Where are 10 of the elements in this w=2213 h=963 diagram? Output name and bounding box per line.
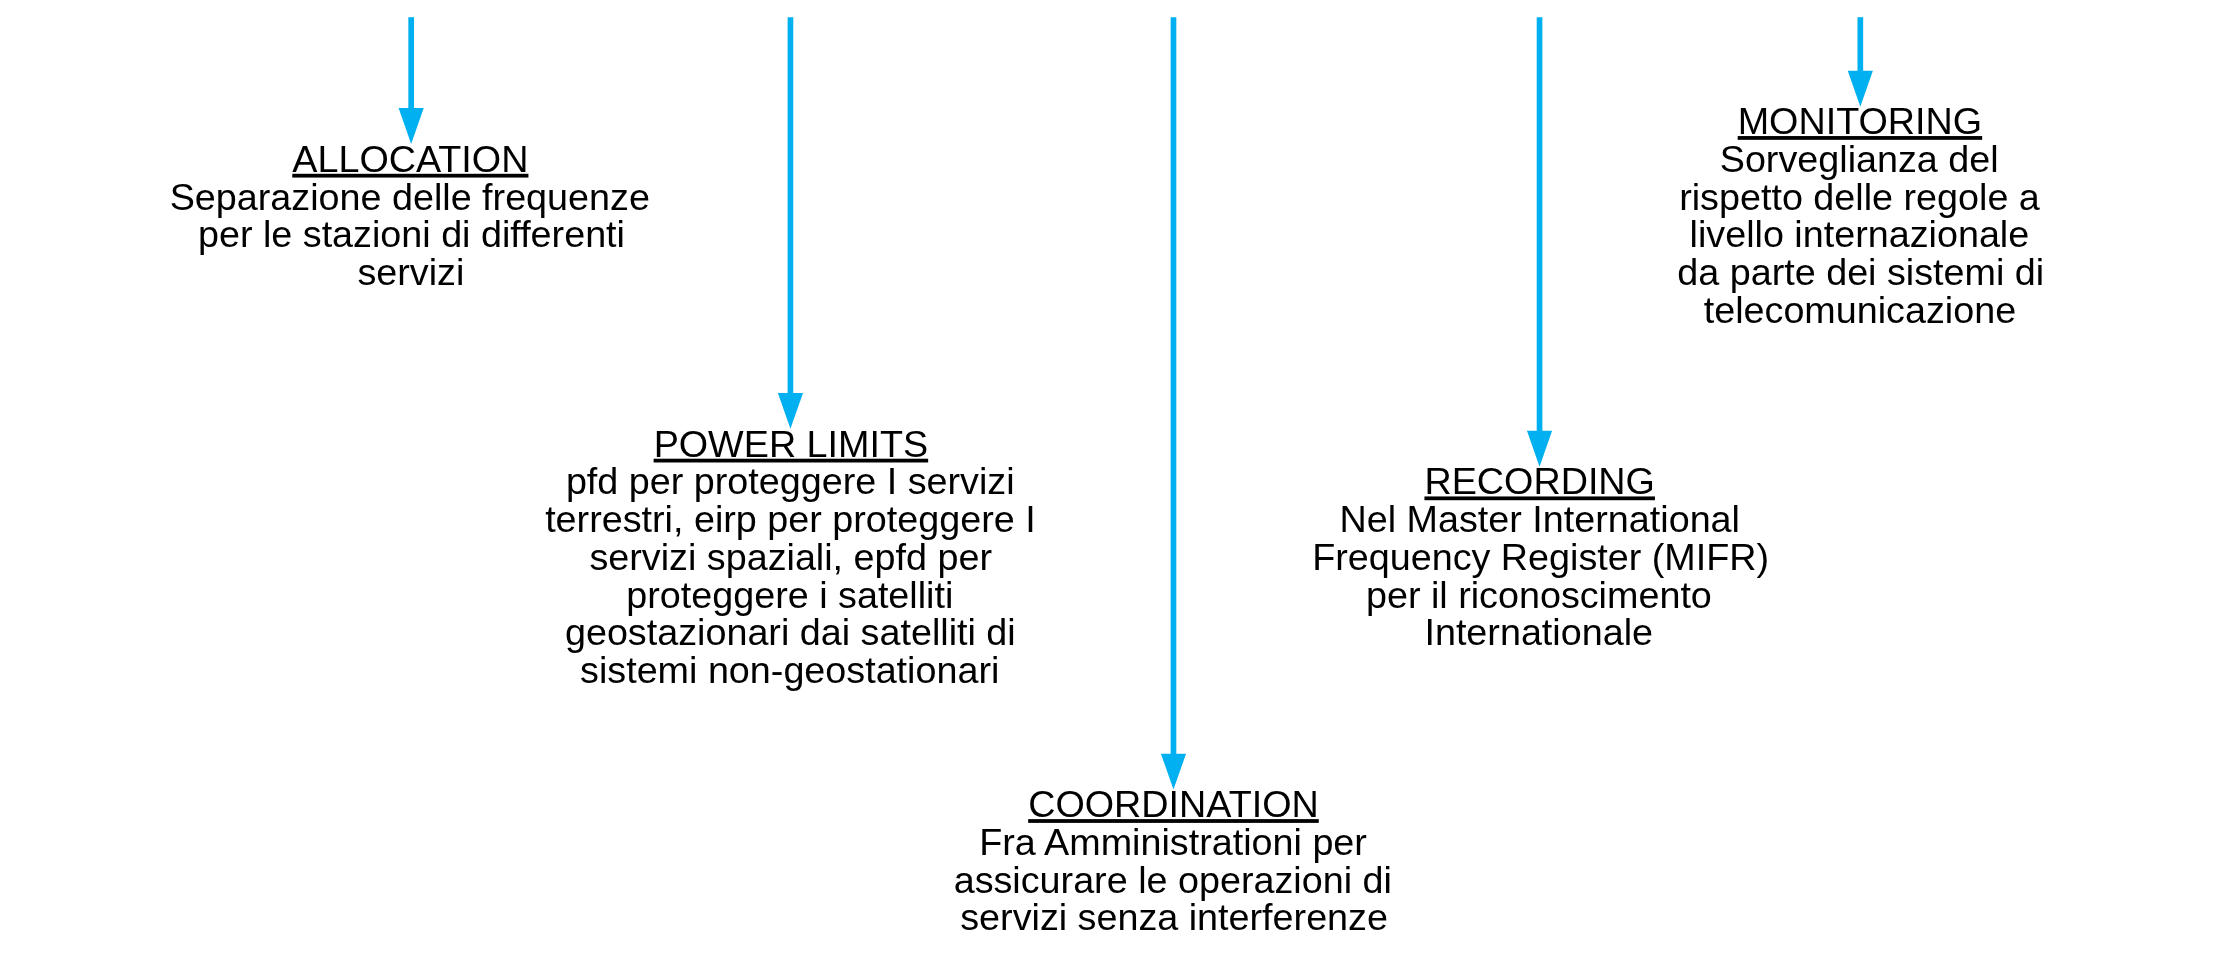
node-text: COORDINATION Fra Amministrationi per assicurare le operazioni di servizi senza interferenze: [953, 783, 1392, 939]
arrow: [777, 17, 803, 429]
arrow: [1160, 17, 1187, 790]
node-text: MONITORING Sorveglianza del rispetto delle regole a livello internazionale da parte dei sistemi di telecomunicazione: [1677, 100, 2045, 331]
node-text: ALLOCATION Separazione delle frequenze per le stazioni di differenti servizi: [169, 137, 650, 293]
node-text: POWER LIMITS pfd per proteggere I servizi terrestri, eirp per proteggere I servizi spaziali, epfd per proteggere i satelliti geostazionari dai satelliti di sistemi non-geostationari: [545, 422, 1036, 692]
arrow: [398, 17, 424, 145]
arrow: [1847, 17, 1873, 107]
arrow: [1526, 17, 1553, 467]
node-text: RECORDING Nel Master International Frequency Register (MIFR) per il riconoscimento Internationale: [1312, 460, 1770, 654]
